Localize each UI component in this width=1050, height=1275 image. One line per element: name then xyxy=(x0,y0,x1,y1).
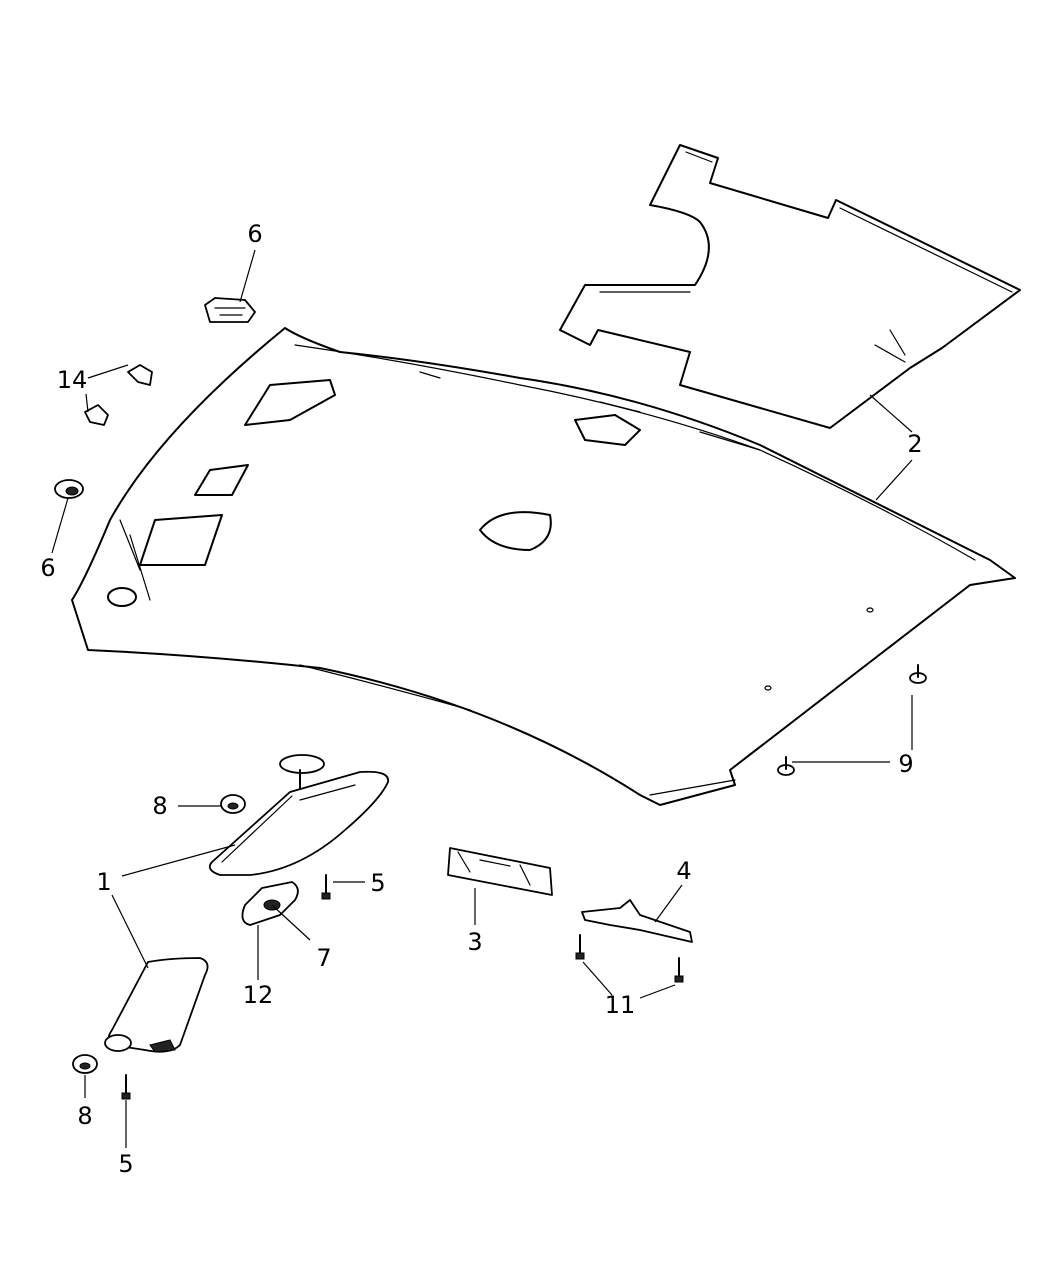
callout-1: 1 xyxy=(96,868,111,896)
plug-8-lower xyxy=(72,1054,98,1074)
plug-8-upper xyxy=(220,794,246,814)
clip-14 xyxy=(84,364,153,426)
clip-6-upper xyxy=(204,297,256,323)
callout-2: 2 xyxy=(907,430,922,458)
screw-11-left xyxy=(575,934,585,960)
callout-9: 9 xyxy=(898,750,913,778)
leader-lines xyxy=(51,249,913,1148)
headliner xyxy=(71,327,1016,806)
callout-3: 3 xyxy=(467,928,482,956)
callout-7: 7 xyxy=(316,944,331,972)
callout-4: 4 xyxy=(676,857,691,885)
visor-clip-7-12 xyxy=(241,881,299,926)
callout-5-upper: 5 xyxy=(370,869,385,897)
pushpin-9-upper xyxy=(909,664,927,684)
grab-handle-4 xyxy=(581,899,693,943)
callout-8-upper: 8 xyxy=(152,792,167,820)
sun-visor-upper xyxy=(208,754,389,876)
insulation-pad xyxy=(559,144,1021,429)
callout-6-upper: 6 xyxy=(247,220,262,248)
callout-6-lower: 6 xyxy=(40,554,55,582)
callout-14: 14 xyxy=(57,366,88,394)
callout-5-lower: 5 xyxy=(118,1150,133,1178)
clip-6-lower xyxy=(54,479,84,499)
pushpin-9-lower xyxy=(777,756,795,776)
sun-visor-lower xyxy=(104,957,209,1053)
callout-12: 12 xyxy=(243,981,274,1009)
screw-5-lower xyxy=(121,1074,131,1100)
screw-5-upper xyxy=(321,874,331,900)
callout-8-lower: 8 xyxy=(77,1102,92,1130)
screw-11-right xyxy=(674,957,684,983)
overhead-module-3 xyxy=(447,847,553,896)
callout-11: 11 xyxy=(605,991,636,1019)
